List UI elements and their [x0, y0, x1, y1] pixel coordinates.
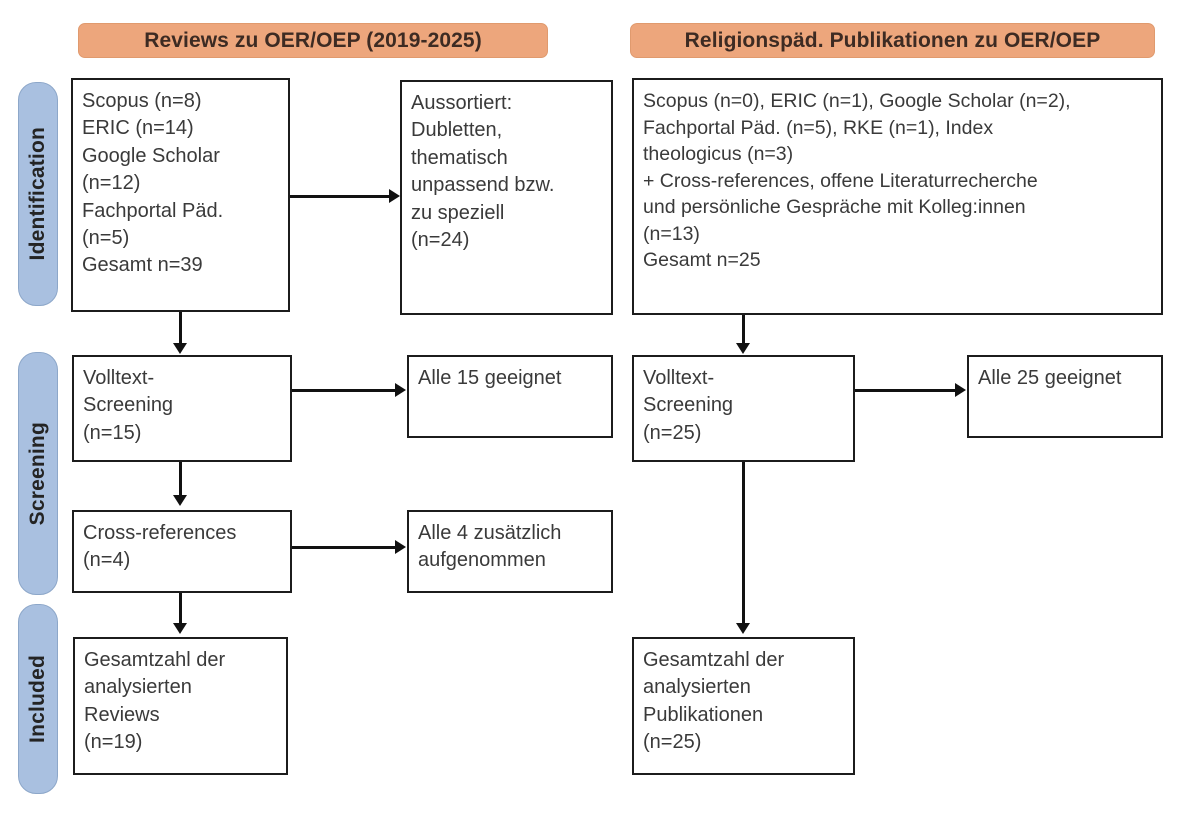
- stage-label-included: Included: [26, 655, 49, 743]
- box-left-identification: Scopus (n=8) ERIC (n=14) Google Scholar …: [71, 78, 290, 312]
- box-left-excluded: Aussortiert: Dubletten, thematisch unpas…: [400, 80, 613, 315]
- connector-left-fulltext-to-crossrefs: [179, 462, 182, 497]
- connector-left-fulltext-to-result: [292, 389, 397, 392]
- connector-left-crossrefs-to-result: [292, 546, 397, 549]
- arrowhead-left-identification-to-excluded: [389, 189, 400, 203]
- connector-left-identification-to-fulltext: [179, 312, 182, 345]
- box-right-fulltext-result: Alle 25 geeignet: [967, 355, 1163, 438]
- box-left-included: Gesamtzahl der analysierten Reviews (n=1…: [73, 637, 288, 775]
- stage-pill-identification: Identification: [18, 82, 58, 306]
- connector-right-identification-to-fulltext: [742, 315, 745, 345]
- box-right-fulltext-screening-text: Volltext- Screening (n=25): [643, 367, 734, 444]
- box-right-fulltext-screening: Volltext- Screening (n=25): [632, 355, 855, 462]
- stage-pill-included: Included: [18, 604, 58, 794]
- column-header-right: Religionspäd. Publikationen zu OER/OEP: [630, 23, 1155, 58]
- stage-pill-screening: Screening: [18, 352, 58, 595]
- stage-label-screening: Screening: [26, 421, 49, 526]
- connector-right-fulltext-to-result: [855, 389, 957, 392]
- connector-left-identification-to-excluded: [290, 195, 391, 198]
- box-right-included: Gesamtzahl der analysierten Publikatione…: [632, 637, 855, 775]
- connector-left-crossrefs-to-included: [179, 593, 182, 625]
- arrowhead-left-crossrefs-to-result: [395, 540, 406, 554]
- box-left-crossreferences-result: Alle 4 zusätzlich aufgenommen: [407, 510, 613, 593]
- column-header-right-text: Religionspäd. Publikationen zu OER/OEP: [684, 28, 1101, 52]
- box-right-fulltext-result-text: Alle 25 geeignet: [978, 367, 1122, 389]
- box-right-identification: Scopus (n=0), ERIC (n=1), Google Scholar…: [632, 78, 1163, 315]
- box-right-included-text: Gesamtzahl der analysierten Publikatione…: [643, 649, 785, 754]
- column-header-left: Reviews zu OER/OEP (2019-2025): [78, 23, 548, 58]
- arrowhead-right-fulltext-to-result: [955, 383, 966, 397]
- box-left-identification-text: Scopus (n=8) ERIC (n=14) Google Scholar …: [82, 90, 224, 277]
- column-header-left-text: Reviews zu OER/OEP (2019-2025): [144, 28, 482, 52]
- box-left-excluded-text: Aussortiert: Dubletten, thematisch unpas…: [411, 92, 555, 251]
- box-right-identification-text: Scopus (n=0), ERIC (n=1), Google Scholar…: [643, 90, 1071, 272]
- box-left-fulltext-screening: Volltext- Screening (n=15): [72, 355, 292, 462]
- arrowhead-left-identification-to-fulltext: [173, 343, 187, 354]
- arrowhead-left-fulltext-to-crossrefs: [173, 495, 187, 506]
- box-left-crossreferences-text: Cross-references (n=4): [83, 522, 237, 572]
- box-left-fulltext-screening-text: Volltext- Screening (n=15): [83, 367, 174, 444]
- box-left-crossreferences: Cross-references (n=4): [72, 510, 292, 593]
- arrowhead-right-identification-to-fulltext: [736, 343, 750, 354]
- stage-label-identification: Identification: [26, 127, 49, 261]
- arrowhead-left-crossrefs-to-included: [173, 623, 187, 634]
- connector-right-fulltext-to-included: [742, 462, 745, 625]
- arrowhead-left-fulltext-to-result: [395, 383, 406, 397]
- box-left-fulltext-result: Alle 15 geeignet: [407, 355, 613, 438]
- box-left-included-text: Gesamtzahl der analysierten Reviews (n=1…: [84, 649, 226, 754]
- arrowhead-right-fulltext-to-included: [736, 623, 750, 634]
- box-left-fulltext-result-text: Alle 15 geeignet: [418, 367, 562, 389]
- box-left-crossreferences-result-text: Alle 4 zusätzlich aufgenommen: [418, 522, 562, 572]
